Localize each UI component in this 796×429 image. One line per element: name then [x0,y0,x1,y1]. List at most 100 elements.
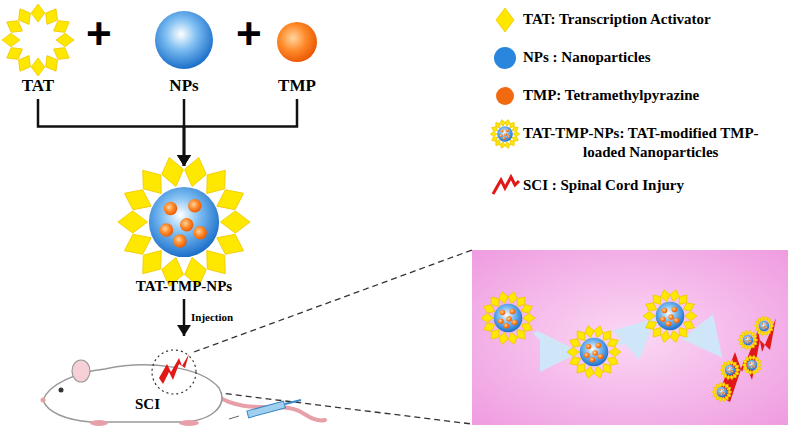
icon [2,4,74,76]
connector [38,99,191,166]
tmp-dot [762,328,764,330]
tat-diamond [220,211,250,233]
tmp-dot [503,137,506,140]
tmp-dot [727,367,729,369]
tmp-dot [592,350,598,356]
tmp-dot [719,389,721,391]
legend-text: TMP: Tetramethylpyrazine [523,86,699,105]
tat-diamond [482,320,497,333]
icon [39,338,329,426]
tat-diamond [56,33,74,47]
tmp-dot [506,129,509,132]
tat-diamond [513,132,520,137]
tat-diamond [681,300,696,313]
tat-diamond [31,58,45,76]
tmp-dot [745,337,747,339]
tmp-dot [666,321,672,327]
nanoparticle [717,387,727,397]
arrowhead [177,155,191,166]
tat-diamond [720,371,725,376]
tmp-dot [749,341,751,343]
tat-diamond [742,366,747,371]
tmp-dot [584,353,590,359]
mouse-eye [59,388,64,393]
tat-diamond [3,43,25,64]
tat-diamond [2,33,20,47]
tat-diamond [738,341,743,346]
plus-sign: + [86,12,112,56]
tat-diamond [669,289,681,303]
tmp-dot [590,357,596,363]
tmp-dot [753,362,755,364]
tmp-dot [188,199,202,213]
legend-text: SCI : Spinal Cord Injury [523,176,684,195]
node-label: TMP [278,76,316,96]
tat-diamond [734,364,739,369]
tmp-dot [180,218,194,232]
edge-label: Injection [191,311,233,324]
tat-diamond [507,291,519,305]
tat-diamond [481,313,493,322]
tmp-dot [504,323,510,329]
tmp-dot [747,339,749,341]
tat-diamond [764,331,768,336]
node-label: SCI [135,394,160,414]
component-icon: NPs [146,4,222,96]
tmp-dot [193,226,207,240]
tmp-dot [723,389,725,391]
tat-diamond [609,347,621,356]
tmp-dot [753,366,755,368]
nanoparticle [149,187,219,257]
tat-diamond [523,313,535,322]
tmp-dot [586,344,592,350]
tat-diamond [584,325,596,339]
tat-diamond [491,135,499,142]
tat-diamond [519,302,534,315]
tat-diamond [660,289,672,303]
tmp-dot [662,308,668,314]
icon [114,168,254,276]
syringe-plunger [285,400,301,404]
tat-diamond [118,211,148,233]
mouse-paw [90,420,108,426]
tat-diamond [760,316,764,321]
flow-arrow [618,325,648,344]
tat-diamond [507,331,519,345]
tat-diamond [754,327,759,332]
tat-diamond [720,368,724,371]
nanoparticle [656,302,685,331]
tmp-dot [674,318,680,324]
tmp-dot [749,337,751,339]
tat-diamond [50,16,72,37]
tmp-dot [731,367,733,369]
nanoparticle [725,365,735,375]
tmp-dot [744,340,746,342]
legend-swatch [496,8,514,32]
tat-diamond [735,368,739,371]
flow-arrow [695,330,716,350]
icon [146,4,222,76]
tat-diamond [593,365,605,379]
tat-diamond [158,155,186,189]
tat-diamond [756,359,761,364]
tmp-dot [728,372,730,374]
tat-diamond [738,338,742,341]
tat-diamond [41,52,62,74]
tat-diamond [730,375,734,380]
mouse-ear [72,360,90,382]
tmp-dot [506,316,512,322]
nanoparticle [580,338,609,367]
legend-text: NPs : Nanoparticles [523,48,651,67]
tat-diamond [660,329,672,343]
nanoparticle [743,335,753,345]
tat-diamond [726,360,730,365]
tmp-dot [501,130,504,133]
tat-diamond [498,291,510,305]
arrowhead [177,155,191,166]
tat-diamond [757,363,761,366]
tat-diamond [511,125,519,132]
nanoparticle [494,304,523,333]
tmp-dot [763,325,765,327]
